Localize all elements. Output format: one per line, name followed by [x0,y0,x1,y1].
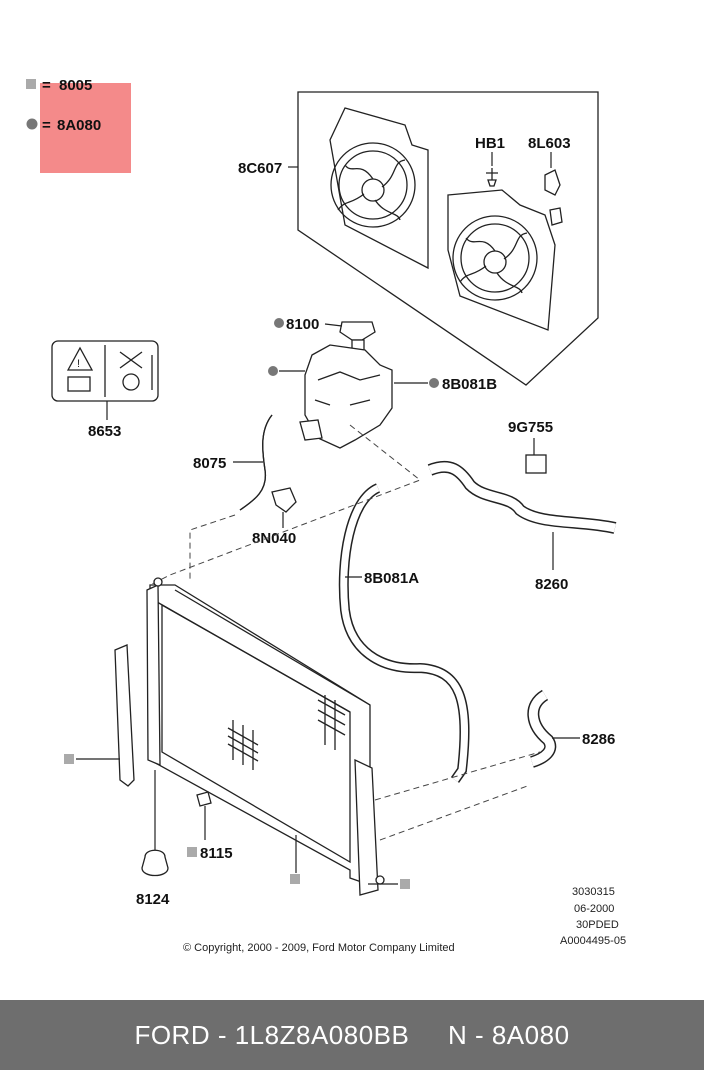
callout-8260: 8260 [535,576,568,593]
square-marker-bracket [64,754,74,764]
callout-8124: 8124 [136,891,170,908]
clip-8N040 [271,487,297,513]
ref-line-1: 3030315 [572,886,615,898]
legend-highlight [40,83,131,173]
coolant-reservoir [299,321,393,449]
legend-equals-1: = [42,77,51,94]
footer-bar: FORD - 1L8Z8A080BB N - 8A080 [0,1000,704,1070]
drain-plug-8115 [196,791,212,807]
callout-8286: 8286 [582,731,615,748]
callout-8653: 8653 [88,423,121,440]
legend-circle-code: 8A080 [57,117,101,134]
radiator-bracket [114,644,135,787]
callout-8100: 8100 [286,316,319,333]
circle-marker-reservoir [268,366,278,376]
callout-8075: 8075 [193,455,226,472]
ref-line-2: 06-2000 [574,903,614,915]
footer-spacer [409,1020,448,1051]
callout-8C607: 8C607 [238,160,282,177]
circle-marker-8B081B [429,378,439,388]
clamp-9G755 [525,454,547,474]
square-marker-radiator [290,874,300,884]
circle-marker-8100 [274,318,284,328]
callout-8N040: 8N040 [252,530,296,547]
radiator-8005 [146,577,385,896]
legend-circle-icon [26,118,38,130]
square-marker-tank [400,879,410,889]
callout-HB1: HB1 [475,135,505,152]
square-marker-8115 [187,847,197,857]
callout-8B081B: 8B081B [442,376,497,393]
fan-assembly [297,91,599,386]
legend-square-code: 8005 [59,77,92,94]
ref-line-3: 30PDED [576,919,619,931]
copyright: © Copyright, 2000 - 2009, Ford Motor Com… [183,942,455,954]
parts-diagram: = 8005 = 8A080 8C607 HB1 8L603 ! [26,77,626,954]
mount-8124 [141,849,169,877]
footer-part-number: FORD - 1L8Z8A080BB [134,1019,410,1050]
ref-line-4: A0004495-05 [560,935,626,947]
callout-9G755: 9G755 [508,419,553,436]
svg-text:!: ! [77,358,80,370]
callout-8L603: 8L603 [528,135,571,152]
callout-8B081A: 8B081A [364,570,419,587]
warning-label-8653: ! [51,340,159,402]
footer-reference: N - 8A080 [447,1019,570,1050]
legend-square-icon [26,79,36,89]
legend-equals-2: = [42,117,51,134]
callout-8115: 8115 [200,845,233,862]
